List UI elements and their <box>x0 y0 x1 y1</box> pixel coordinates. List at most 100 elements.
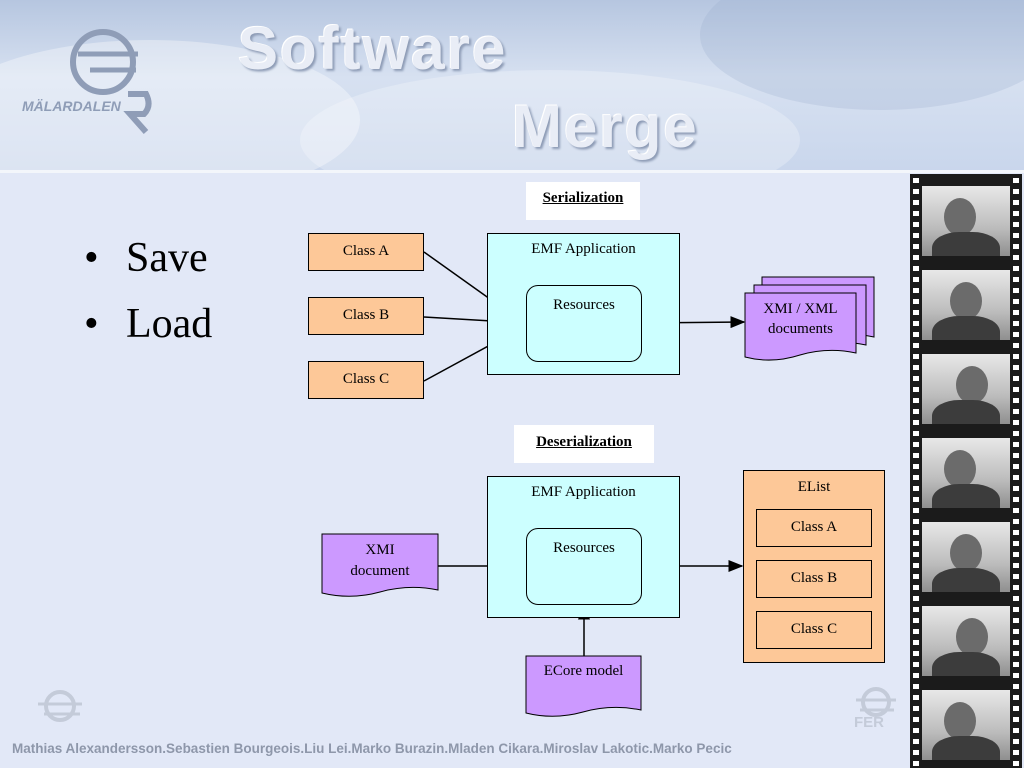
deserialization-resources: Resources <box>526 528 642 605</box>
sprocket-hole <box>913 431 919 436</box>
xmi-document-shape <box>321 533 439 597</box>
sprocket-hole <box>913 585 919 590</box>
sprocket-hole <box>1013 607 1019 612</box>
sprocket-hole <box>1013 508 1019 513</box>
person-head <box>944 198 976 236</box>
sprocket-hole <box>913 508 919 513</box>
elist-label: EList <box>797 479 831 495</box>
ecore-model-label: ECore model <box>543 663 624 679</box>
sprocket-hole <box>913 376 919 381</box>
sprocket-hole <box>1013 354 1019 359</box>
sprocket-hole <box>913 497 919 502</box>
footer-right-logo: FER <box>848 684 904 740</box>
sprocket-hole <box>1013 618 1019 623</box>
sprocket-hole <box>1013 497 1019 502</box>
sprocket-hole <box>1013 640 1019 645</box>
sprocket-hole <box>913 321 919 326</box>
sprocket-hole <box>913 387 919 392</box>
sprocket-hole <box>913 299 919 304</box>
sprocket-hole <box>913 486 919 491</box>
person-head <box>944 702 976 740</box>
xml-docs-shape-front <box>744 292 857 361</box>
sprocket-hole <box>1013 420 1019 425</box>
sprocket-hole <box>1013 398 1019 403</box>
sprocket-hole <box>913 629 919 634</box>
deserialization-resources-label: Resources <box>553 540 615 556</box>
xmi-document-label: XMI document <box>322 540 438 582</box>
serialization-resources-label: Resources <box>553 297 615 313</box>
sprocket-hole <box>1013 200 1019 205</box>
person-head <box>956 618 988 656</box>
sprocket-hole <box>1013 717 1019 722</box>
sprocket-hole <box>1013 277 1019 282</box>
team-photo-frame <box>922 270 1010 340</box>
header-divider <box>0 170 1024 173</box>
sprocket-hole <box>1013 409 1019 414</box>
sprocket-hole <box>1013 761 1019 766</box>
sprocket-hole <box>1013 189 1019 194</box>
xmi-doc-line-2: document <box>350 563 410 579</box>
person-head <box>956 366 988 404</box>
sprocket-hole <box>913 607 919 612</box>
sprocket-hole <box>1013 442 1019 447</box>
serialization-resources: Resources <box>526 285 642 362</box>
xmi-doc-line-1: XMI <box>365 542 395 558</box>
sprocket-hole <box>913 673 919 678</box>
person-head <box>950 534 982 572</box>
xml-docs-line-1: XMI / XML <box>763 301 838 317</box>
serialization-app-label: EMF Application <box>531 241 636 257</box>
sprocket-hole <box>913 354 919 359</box>
sprocket-hole <box>1013 739 1019 744</box>
team-photo-frame <box>922 354 1010 424</box>
sprocket-hole <box>913 222 919 227</box>
sprocket-hole <box>913 178 919 183</box>
sprocket-hole <box>913 706 919 711</box>
sprocket-hole <box>913 475 919 480</box>
sprocket-hole <box>1013 464 1019 469</box>
sprocket-hole <box>913 343 919 348</box>
xml-docs-line-2: documents <box>768 321 833 337</box>
university-logo: MÄLARDALEN <box>18 24 158 139</box>
sprocket-hole <box>913 244 919 249</box>
sprocket-hole <box>1013 563 1019 568</box>
sprocket-hole <box>1013 541 1019 546</box>
person-shoulders <box>932 652 1000 676</box>
sprocket-hole <box>913 651 919 656</box>
sprocket-hole <box>1013 233 1019 238</box>
sprocket-hole <box>1013 244 1019 249</box>
sprocket-hole <box>1013 684 1019 689</box>
bullet-list: Save Load <box>84 230 212 362</box>
sprocket-hole <box>1013 574 1019 579</box>
sprocket-hole <box>913 662 919 667</box>
person-shoulders <box>932 316 1000 340</box>
serialization-class-b: Class B <box>308 297 424 335</box>
sprocket-hole <box>913 365 919 370</box>
deserialization-label: Deserialization <box>514 425 654 463</box>
sprocket-hole <box>913 750 919 755</box>
sprocket-hole <box>913 255 919 260</box>
person-shoulders <box>932 484 1000 508</box>
sprocket-hole <box>1013 475 1019 480</box>
sprocket-hole <box>1013 706 1019 711</box>
sprocket-hole <box>1013 530 1019 535</box>
ecore-model-shape <box>525 655 642 717</box>
serialization-class-a: Class A <box>308 233 424 271</box>
serialization-label: Serialization <box>526 182 640 220</box>
sprocket-hole <box>1013 453 1019 458</box>
sprocket-hole <box>913 563 919 568</box>
sprocket-hole <box>1013 519 1019 524</box>
person-head <box>944 450 976 488</box>
sprocket-hole <box>1013 299 1019 304</box>
sprocket-hole <box>1013 629 1019 634</box>
sprocket-hole <box>913 233 919 238</box>
team-photo-frame <box>922 438 1010 508</box>
sprocket-hole <box>913 728 919 733</box>
footer-authors: Mathias Alexandersson.Sebastien Bourgeoi… <box>12 741 732 756</box>
title-line-2: Merge <box>512 93 699 160</box>
sprocket-hole <box>1013 266 1019 271</box>
sprocket-hole <box>1013 343 1019 348</box>
sprocket-hole <box>913 211 919 216</box>
sprocket-hole <box>913 596 919 601</box>
sprocket-hole <box>1013 332 1019 337</box>
sprocket-hole <box>913 519 919 524</box>
